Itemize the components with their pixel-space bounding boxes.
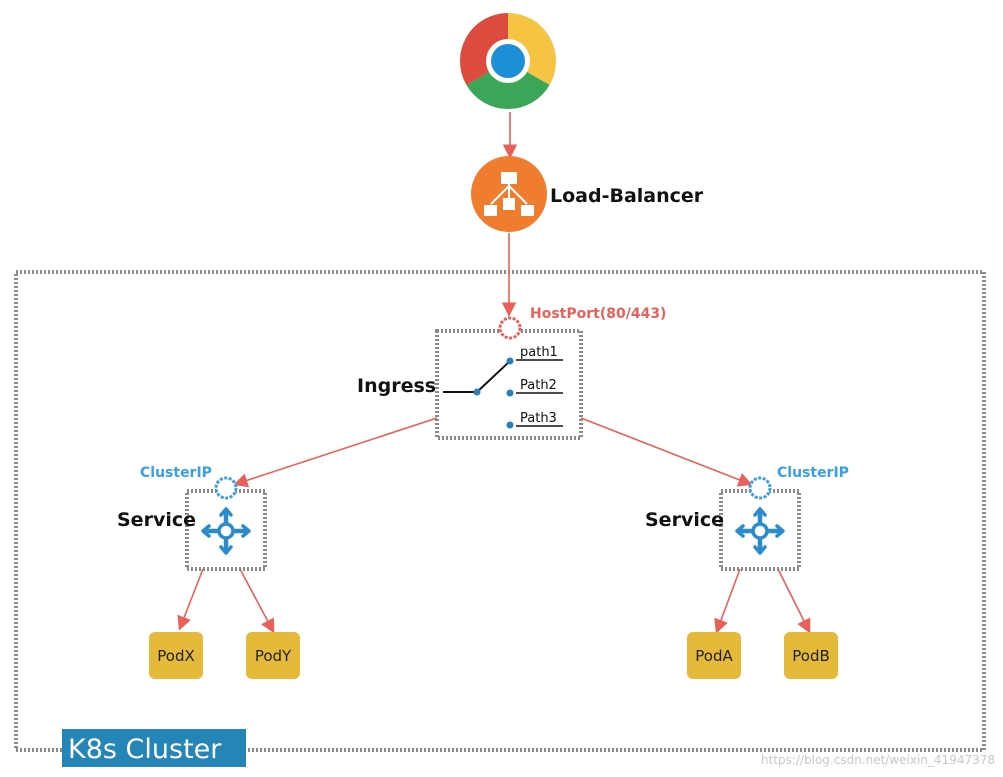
cluster-label: K8s Cluster — [68, 734, 222, 765]
service-label-right: Service — [645, 509, 724, 531]
watermark: https://blog.csdn.net/weixin_41947378 — [761, 753, 995, 767]
ingress-path-2: Path2 — [520, 378, 557, 393]
cluster-ip-label-right: ClusterIP — [777, 465, 849, 481]
ingress-path-3: Path3 — [520, 411, 557, 426]
host-port-icon — [498, 316, 522, 340]
chrome-icon — [459, 13, 557, 110]
ingress-box — [435, 329, 583, 440]
cluster-ip-label-left: ClusterIP — [140, 465, 212, 481]
arrow-ingress-to-service-right — [580, 417, 753, 487]
service-box-right — [719, 489, 801, 571]
load-balancer-label: Load-Balancer — [550, 185, 704, 207]
arrow-service-left-to-podx — [177, 568, 204, 631]
pod-label-podb: PodB — [792, 647, 830, 665]
arrow-service-left-to-pody — [239, 568, 275, 634]
ingress-label: Ingress — [357, 375, 436, 397]
arrow-service-right-to-poda — [714, 568, 741, 634]
pod-label-poda: PodA — [695, 647, 733, 665]
ingress-path-switch — [443, 357, 563, 429]
pod-label-pody: PodY — [255, 647, 292, 665]
cluster-ip-icon-left — [214, 476, 238, 500]
service-icon-right — [735, 507, 785, 555]
cluster-label-bg — [62, 729, 246, 767]
arrow-service-right-to-podb — [777, 568, 811, 634]
pod-podx: PodX — [149, 632, 203, 679]
pod-poda: PodA — [687, 632, 741, 679]
arrow-ingress-to-service-left — [233, 417, 438, 488]
host-port-label: HostPort(80/443) — [530, 306, 666, 322]
cluster-ip-icon-right — [748, 476, 772, 500]
pod-podb: PodB — [784, 632, 838, 679]
load-balancer-icon — [471, 156, 547, 232]
service-icon-left — [201, 507, 251, 555]
service-label-left: Service — [117, 509, 196, 531]
ingress-path-1: path1 — [520, 345, 558, 360]
k8s-cluster-boundary — [14, 270, 986, 752]
pod-pody: PodY — [246, 632, 300, 679]
pod-label-podx: PodX — [157, 647, 195, 665]
service-box-left — [185, 489, 267, 571]
